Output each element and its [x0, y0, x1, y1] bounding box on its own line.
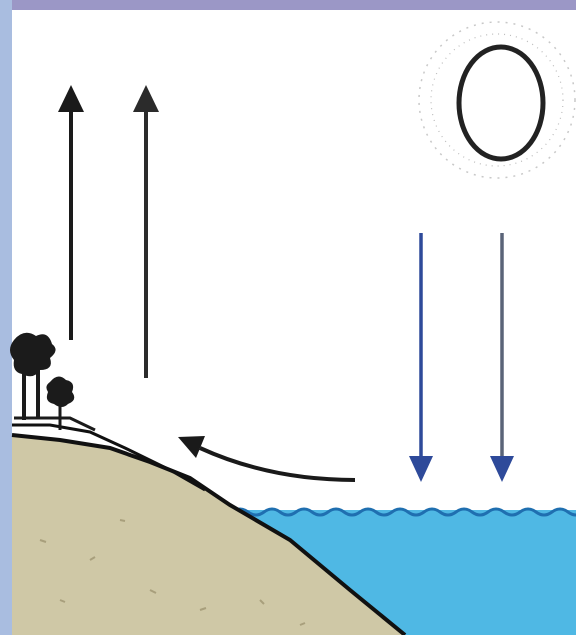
tree-icon — [10, 333, 95, 430]
incoming-arrow-left — [409, 233, 433, 482]
evaporation-arrow-right — [133, 85, 159, 378]
evaporation-arrow-left — [58, 85, 84, 340]
sun-icon — [419, 22, 575, 178]
incoming-arrow-right — [490, 233, 514, 482]
curved-arrow-left-icon — [178, 436, 355, 480]
